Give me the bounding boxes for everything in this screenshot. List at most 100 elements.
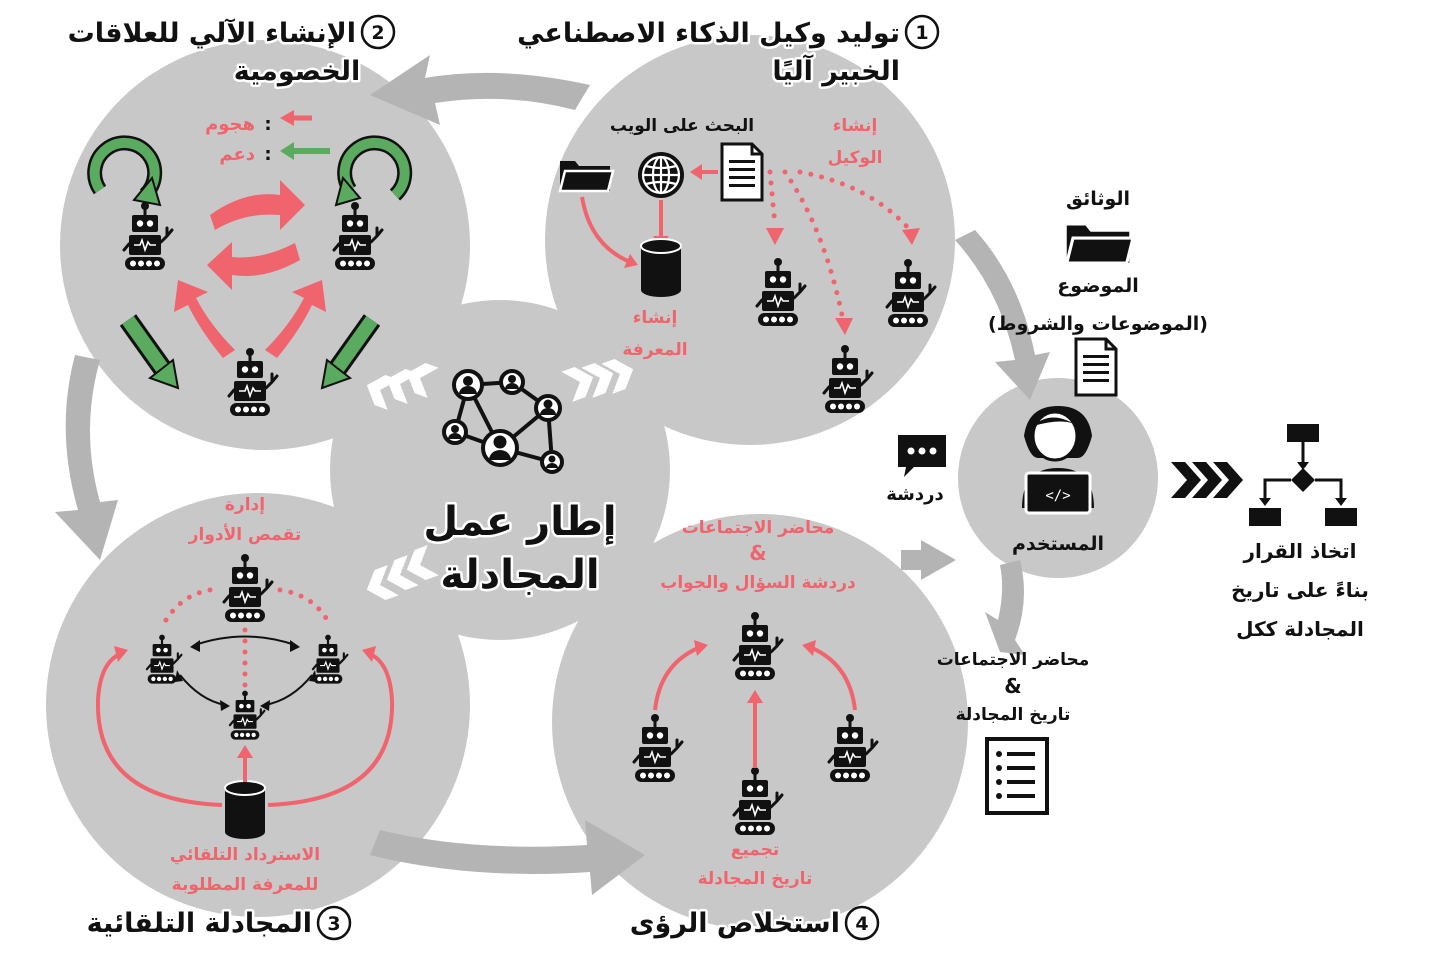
attack-arrows xyxy=(174,180,326,358)
retrieval-arrow-right xyxy=(267,653,395,807)
database-icon xyxy=(224,780,266,840)
roleplay-label-line2: تقمص الأدوار xyxy=(188,524,302,545)
knowledge-creation-label-line2: المعرفة xyxy=(622,340,687,360)
stage1-number: 1 xyxy=(915,22,928,44)
aggregation-arrows xyxy=(653,646,857,768)
roleplay-label-line1: إدارة xyxy=(225,495,265,515)
arrowhead xyxy=(835,318,853,335)
decision-label-line1: اتخاذ القرار xyxy=(1242,539,1356,563)
stage4-title-text: استخلاص الرؤى xyxy=(630,908,840,939)
arrowhead xyxy=(280,110,294,126)
arrowheads xyxy=(175,640,317,711)
cycle-arrow-bottom xyxy=(370,820,645,895)
arrowhead xyxy=(280,142,294,160)
cycle-arrows xyxy=(55,55,1050,895)
stage4-circle xyxy=(552,514,968,930)
arrowhead xyxy=(624,254,638,268)
chat-label: دردشة xyxy=(886,484,943,505)
stage3-number: 3 xyxy=(327,913,340,935)
outputs-label-line2: تاريخ المجادلة xyxy=(956,705,1071,725)
stage1-title-line1: توليد وكيل الذكاء الاصطناعي xyxy=(517,18,900,49)
stage-circles xyxy=(46,35,1158,930)
user-laptop-icon: </> xyxy=(1022,406,1094,515)
attack-arrow xyxy=(207,242,300,290)
attack-arrow xyxy=(265,280,326,358)
document-icon xyxy=(1074,337,1118,397)
user-label: المستخدم xyxy=(1012,533,1104,555)
roleplay-dotted-links xyxy=(160,587,333,693)
globe-icon xyxy=(638,152,684,198)
minutes-label-line1: محاضر الاجتماعات xyxy=(682,518,835,538)
folder-to-db-arrow xyxy=(580,196,631,264)
svg-text:</>: </> xyxy=(1045,488,1070,504)
stage3-circle xyxy=(46,493,470,917)
stage1-circle xyxy=(545,35,955,445)
stage2-title-line2: الخصومية xyxy=(234,56,361,87)
folder-icon xyxy=(1065,223,1135,265)
retrieval-arrow-left xyxy=(95,653,223,807)
stage1-title: 1 توليد وكيل الذكاء الاصطناعي الخبير آلي… xyxy=(515,14,940,90)
attack-arrow xyxy=(210,180,305,230)
web-search-label: البحث على الويب xyxy=(610,116,754,136)
retrieval-label-line2: للمعرفة المطلوبة xyxy=(172,875,319,895)
outputs-label-amp: & xyxy=(1004,674,1021,698)
aggregate-label-line1: تجميع xyxy=(731,840,780,860)
agent-creation-label-line1: إنشاء xyxy=(833,116,878,136)
center-title-line1: إطار عمل xyxy=(423,499,616,545)
self-support-loop-right xyxy=(334,135,413,207)
decision-chevrons xyxy=(1171,462,1243,498)
legend-attack-label: هجوم xyxy=(205,114,255,135)
retrieval-label-line1: الاسترداد التلقائي xyxy=(170,845,320,865)
arrowhead xyxy=(902,228,920,245)
decision-label-line2: بناءً على تاريخ xyxy=(1231,578,1369,602)
arrowhead xyxy=(766,228,784,245)
stage1-title-line2: الخبير آليًا xyxy=(772,54,900,87)
stage2-title: 2 الإنشاء الآلي للعلاقات الخصومية xyxy=(65,14,396,90)
arrowhead xyxy=(237,745,253,758)
arrowhead xyxy=(690,164,702,180)
stage2-number: 2 xyxy=(371,22,384,44)
stage4-number-badge xyxy=(844,905,880,941)
arrowhead xyxy=(362,646,376,662)
legend-colon: : xyxy=(264,144,271,165)
topic-label: الموضوع xyxy=(1057,275,1139,297)
user-to-stage4-arrow xyxy=(901,540,956,580)
flowchart-icon xyxy=(1249,424,1357,526)
arrowheads xyxy=(694,640,816,703)
checklist-icon xyxy=(985,737,1049,815)
document-icon xyxy=(720,142,764,202)
stage4-number: 4 xyxy=(855,913,868,935)
stage4-title: 4 استخلاص الرؤى xyxy=(627,905,880,942)
self-support-loop-left xyxy=(87,135,163,207)
decision-label-line3: المجادلة ككل xyxy=(1236,617,1364,641)
arrowhead xyxy=(114,646,128,662)
outputs-label-line1: محاضر الاجتماعات xyxy=(937,650,1090,670)
knowledge-creation-label-line1: إنشاء xyxy=(633,308,678,328)
agent-creation-label-line2: الوكيل xyxy=(828,148,883,168)
documents-label: الوثائق xyxy=(1066,188,1130,210)
network-icon xyxy=(442,369,564,474)
support-arrows xyxy=(119,314,381,390)
minutes-label-amp: & xyxy=(749,541,766,565)
center-title-line2: المجادلة xyxy=(440,552,599,598)
stage2-title-line1: الإنشاء الآلي للعلاقات xyxy=(68,18,356,49)
attack-arrow xyxy=(174,280,235,358)
stage3-number-badge xyxy=(316,905,352,941)
chat-bubble-icon xyxy=(898,435,946,477)
legend: هجوم : دعم : xyxy=(205,110,330,165)
stage3-title: 3 المجادلة التلقائية xyxy=(84,905,352,942)
stage2-number-badge xyxy=(360,14,396,50)
stage3-title-text: المجادلة التلقائية xyxy=(87,908,312,939)
database-icon xyxy=(640,238,682,298)
cycle-arrow-left xyxy=(55,355,118,560)
minutes-label-line2: دردشة السؤال والجواب xyxy=(660,573,856,593)
output-arrow xyxy=(985,560,1025,655)
stage1-number-badge xyxy=(904,14,940,50)
agent-generation-dotted-arrows xyxy=(767,169,913,323)
input-arrow xyxy=(955,230,1050,400)
legend-colon: : xyxy=(264,114,271,135)
cycle-arrow-top xyxy=(370,55,590,125)
aggregate-label-line2: تاريخ المجادلة xyxy=(698,869,813,889)
topic-detail-label: (الموضوعات والشروط) xyxy=(988,313,1208,335)
